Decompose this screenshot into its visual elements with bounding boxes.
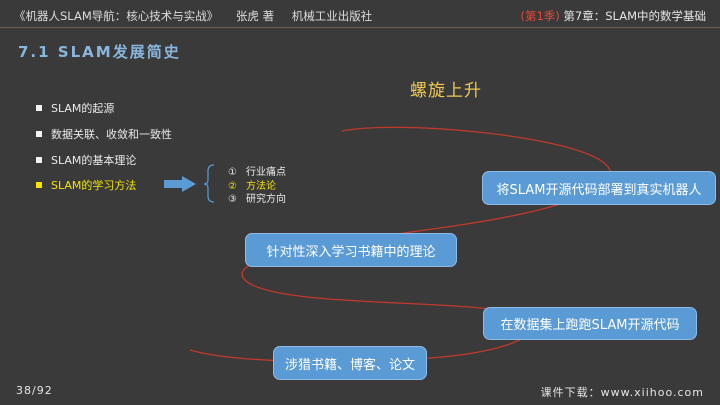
season-label: (第1季) (520, 9, 560, 23)
sub-item-number: ③ (228, 194, 237, 205)
step-box-deploy-robot: 将SLAM开源代码部署到真实机器人 (482, 171, 716, 205)
sub-item: ① 行业痛点 (228, 163, 286, 178)
sub-item: ③ 研究方向 (228, 190, 286, 205)
step-box-read-materials: 涉猎书籍、博客、论文 (273, 346, 427, 380)
sub-item-label: 行业痛点 (246, 167, 286, 178)
step-box-run-datasets: 在数据集上跑跑SLAM开源代码 (483, 307, 697, 340)
sub-item-active: ② 方法论 (228, 177, 276, 192)
arrow-right-icon (164, 176, 196, 192)
header-chapter-info: (第1季) 第7章：SLAM中的数学基础 (520, 8, 706, 24)
chapter-label: 第7章：SLAM中的数学基础 (563, 9, 706, 23)
bullet-item: SLAM的起源 (36, 100, 114, 116)
bullet-item: 数据关联、收敛和一致性 (36, 126, 172, 142)
book-publisher: 机械工业出版社 (291, 9, 373, 23)
book-author: 张虎 著 (235, 9, 275, 23)
page-number: 38/92 (16, 384, 53, 397)
bullet-label: SLAM的学习方法 (51, 179, 137, 192)
bullet-square-icon (36, 131, 42, 137)
bullet-square-icon (36, 157, 42, 163)
bullet-label: 数据关联、收敛和一致性 (51, 128, 172, 141)
bullet-label: SLAM的基本理论 (51, 154, 137, 167)
bullet-label: SLAM的起源 (51, 102, 115, 115)
book-title: 《机器人SLAM导航：核心技术与实战》 (14, 9, 219, 23)
slide-title: 7.1 SLAM发展简史 (18, 43, 181, 61)
sub-item-label: 方法论 (246, 181, 276, 192)
bullet-item-active: SLAM的学习方法 (36, 177, 136, 193)
bullet-item: SLAM的基本理论 (36, 152, 136, 168)
step-box-study-theory: 针对性深入学习书籍中的理论 (245, 233, 457, 267)
download-link-text: 课件下载：www.xiihoo.com (540, 386, 704, 399)
spiral-label: 螺旋上升 (410, 81, 482, 101)
bullet-square-icon (36, 182, 42, 188)
sub-item-number: ② (228, 181, 237, 192)
bracket-icon (203, 164, 215, 203)
sub-item-label: 研究方向 (246, 194, 286, 205)
sub-item-number: ① (228, 167, 237, 178)
spiral-line (189, 126, 612, 363)
header-book-info: 《机器人SLAM导航：核心技术与实战》 张虎 著 机械工业出版社 (14, 8, 376, 24)
bullet-square-icon (36, 105, 42, 111)
header-divider (0, 27, 720, 28)
